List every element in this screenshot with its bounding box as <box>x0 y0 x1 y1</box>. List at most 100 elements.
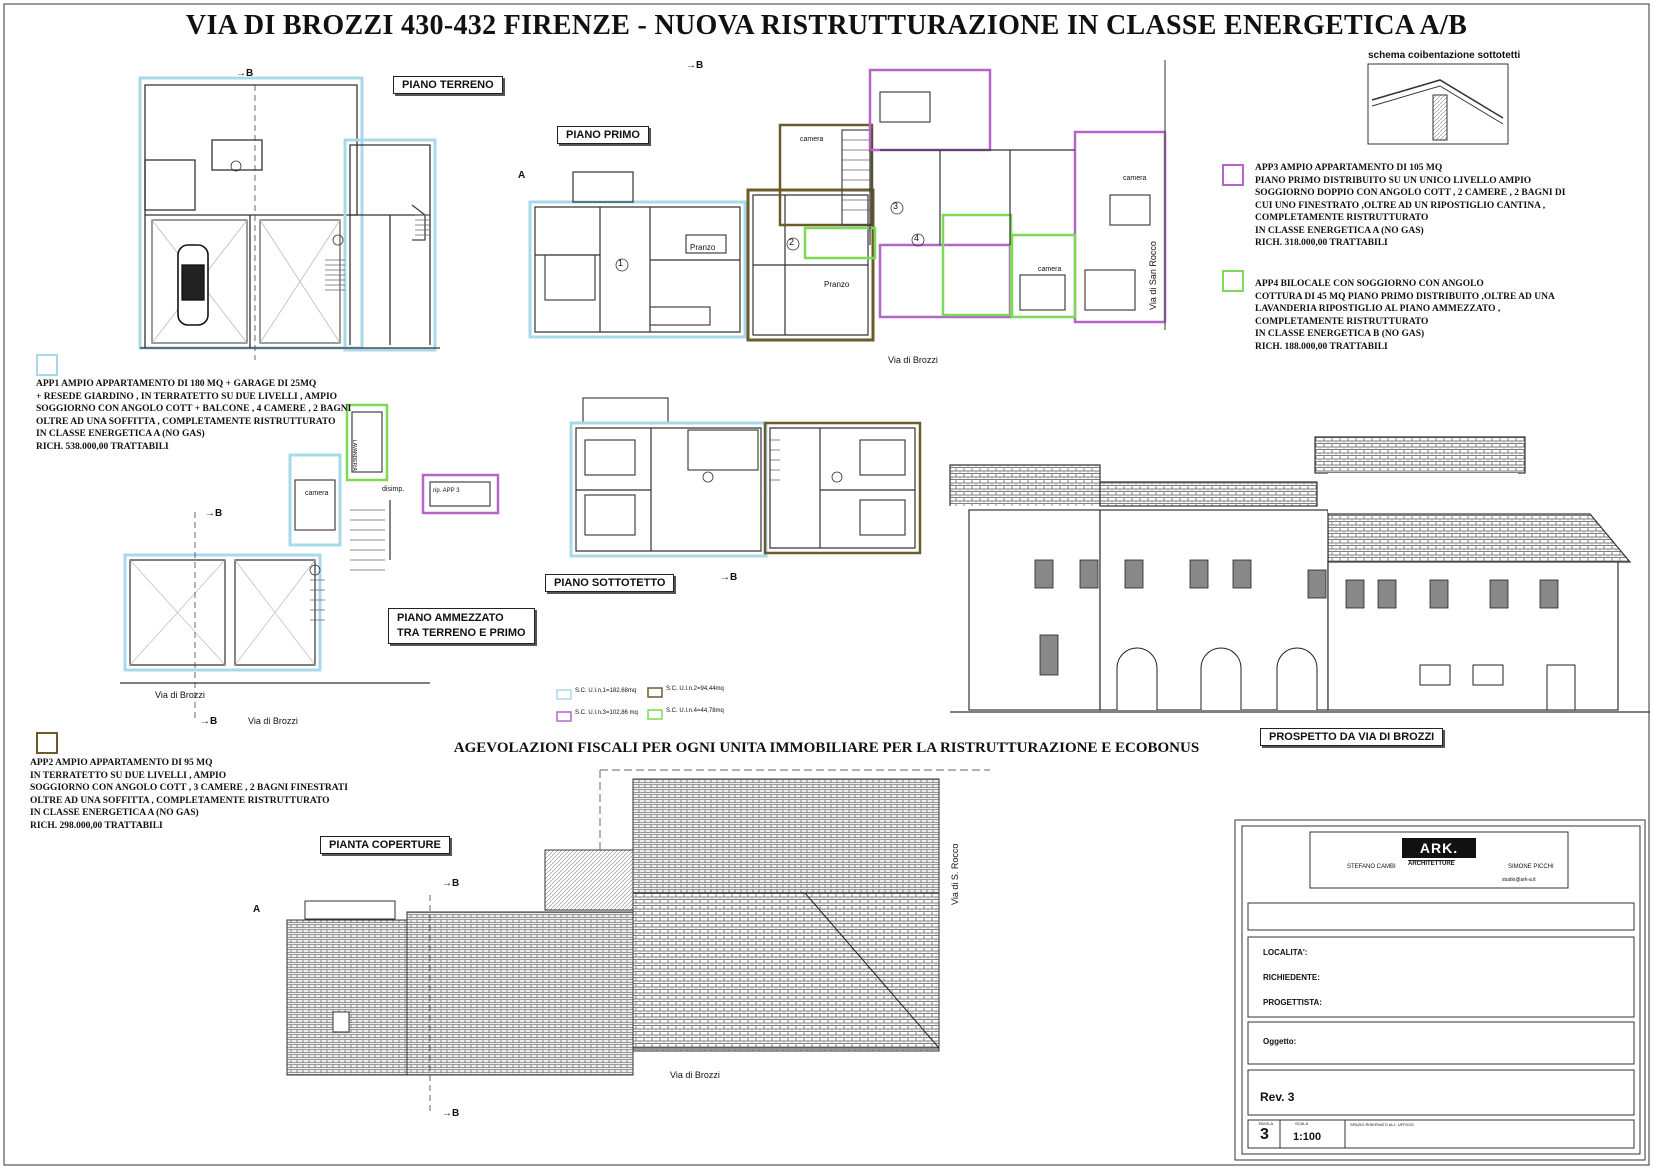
subtitle-agevolazioni: AGEVOLAZIONI FISCALI PER OGNI UNITA IMMO… <box>453 740 1200 756</box>
scala-label: SCALA <box>1295 1121 1309 1126</box>
unit-number: 2 <box>789 237 795 247</box>
field-localita: LOCALITA': <box>1263 948 1308 957</box>
legend-swatch-app1 <box>36 354 58 376</box>
app4-line: APP4 BILOCALE CON SOGGIORNO CON ANGOLO <box>1255 279 1484 289</box>
surface-label-4: S.C. U.I.n.4=44,78mq <box>666 708 724 714</box>
section-marker-b: →B <box>205 508 223 519</box>
floor-label-ammezzato: PIANO AMMEZZATO TRA TERRENO E PRIMO <box>388 608 535 644</box>
street-label-s-rocco: Via di S. Rocco <box>950 843 960 905</box>
schema-label: schema coibentazione sottotetti <box>1368 50 1521 61</box>
app1-description: APP1 AMPIO APPARTAMENTO DI 180 MQ + GARA… <box>36 378 351 453</box>
app4-line: RICH. 188.000,00 TRATTABILI <box>1255 341 1388 352</box>
app2-line: OLTRE AD UNA SOFFITTA , COMPLETAMENTE RI… <box>30 795 330 806</box>
room-label: camera <box>1038 266 1062 273</box>
room-label: LAVANDERIA <box>351 440 357 471</box>
piano-terreno-plan <box>138 76 440 352</box>
room-label: Pranzo <box>824 280 850 289</box>
tavola-number: 3 <box>1260 1126 1269 1143</box>
app1-line: OLTRE AD UNA SOFFITTA , COMPLETAMENTE RI… <box>36 416 336 427</box>
app4-line: IN CLASSE ENERGETICA B (NO GAS) <box>1255 329 1425 339</box>
street-label: Via di Brozzi <box>248 716 298 726</box>
tavola-label: TAVOLA <box>1258 1121 1274 1126</box>
revision-label: Rev. 3 <box>1260 1090 1295 1104</box>
app3-line: APP3 AMPIO APPARTAMENTO DI 105 MQ <box>1255 163 1443 173</box>
app3-line: PIANO PRIMO DISTRIBUITO SU UN UNICO LIVE… <box>1255 175 1532 186</box>
sheet-title: VIA DI BROZZI 430-432 FIRENZE - NUOVA RI… <box>185 10 1468 41</box>
section-marker-b: →B <box>720 572 738 583</box>
piano-primo-plan <box>528 60 1167 342</box>
office-reserved-label: SPAZIO RISERVATO ALL' UFFICIO <box>1350 1122 1414 1127</box>
app3-description: APP3 AMPIO APPARTAMENTO DI 105 MQ PIANO … <box>1255 162 1565 250</box>
app4-line: LAVANDERIA RIPOSTIGLIO AL PIANO AMMEZZAT… <box>1255 304 1501 314</box>
section-marker-b: →B <box>442 878 460 889</box>
piano-sottotetto-plan <box>569 397 922 558</box>
surface-label-1: S.C. U.I.n.1=182,68mq <box>575 688 637 694</box>
scale-value: 1:100 <box>1293 1131 1322 1143</box>
floor-label-sottotetto: PIANO SOTTOTETTO <box>545 574 675 592</box>
app3-line: CUI UNO FINESTRATO ,OLTRE AD UN RIPOSTIG… <box>1255 200 1546 211</box>
app1-line: + RESEDE GIARDINO , IN TERRATETTO SU DUE… <box>36 391 338 402</box>
app3-line: SOGGIORNO DOPPIO CON ANGOLO COTT , 2 CAM… <box>1255 188 1566 198</box>
app2-line: APP2 AMPIO APPARTAMENTO DI 95 MQ <box>30 758 213 768</box>
elevation-drawing <box>949 436 1650 713</box>
floor-label-terreno: PIANO TERRENO <box>393 76 503 94</box>
floor-label-primo: PIANO PRIMO <box>557 126 649 144</box>
legend-swatch-app4 <box>1222 270 1244 292</box>
app2-line: IN CLASSE ENERGETICA A (NO GAS) <box>30 808 199 818</box>
street-label: Via di Brozzi <box>888 355 938 365</box>
app2-line: SOGGIORNO CON ANGOLO COTT , 3 CAMERE , 2… <box>30 783 348 793</box>
architect-name-right: SIMONE PICCHI <box>1508 864 1554 870</box>
app3-line: IN CLASSE ENERGETICA A (NO GAS) <box>1255 225 1424 236</box>
architect-name-left: STEFANO CAMBI <box>1347 864 1396 870</box>
room-label: rip. APP 3 <box>433 488 460 494</box>
ammezzato-line2: TRA TERRENO E PRIMO <box>397 627 526 639</box>
section-lines <box>194 85 431 1115</box>
ammezzato-line1: PIANO AMMEZZATO <box>397 612 504 624</box>
section-marker-b: →B <box>236 68 254 79</box>
piano-ammezzato-plan <box>120 403 500 684</box>
app1-line: APP1 AMPIO APPARTAMENTO DI 180 MQ + GARA… <box>36 379 317 389</box>
roof-plan-drawing <box>286 769 990 1076</box>
street-label: Via di Brozzi <box>670 1070 720 1080</box>
street-label: Via di Brozzi <box>155 690 205 700</box>
app1-line: IN CLASSE ENERGETICA A (NO GAS) <box>36 429 205 439</box>
app3-line: RICH. 318.000,00 TRATTABILI <box>1255 238 1388 248</box>
room-label: camera <box>305 490 329 497</box>
field-oggetto: Oggetto: <box>1263 1037 1297 1046</box>
field-richiedente: RICHIEDENTE: <box>1263 973 1320 982</box>
title-block-frame <box>1234 819 1646 1161</box>
app4-description: APP4 BILOCALE CON SOGGIORNO CON ANGOLO C… <box>1255 278 1555 353</box>
unit-number: 3 <box>893 201 899 211</box>
section-marker-b: →B <box>200 716 218 727</box>
field-progettista: PROGETTISTA: <box>1263 998 1322 1007</box>
ark-logo: ARK. <box>1402 838 1476 858</box>
sheet-border <box>3 3 1650 1166</box>
app2-line: IN TERRATETTO SU DUE LIVELLI , AMPIO <box>30 770 227 781</box>
app4-line: COMPLETAMENTE RISTRUTTURATO <box>1255 316 1429 327</box>
section-marker-a: A <box>253 904 261 915</box>
app1-line: SOGGIORNO CON ANGOLO COTT + BALCONE , 4 … <box>36 404 352 414</box>
section-marker-b: →B <box>442 1108 460 1119</box>
insulation-schema-drawing <box>1367 63 1509 145</box>
street-label-san-rocco: Via di San Rocco <box>1148 241 1158 310</box>
legend-swatch-app3 <box>1222 164 1244 186</box>
room-label: disimp. <box>382 486 405 493</box>
unit-number: 4 <box>914 233 920 243</box>
app1-line: RICH. 538.000,00 TRATTABILI <box>36 441 169 452</box>
surface-label-2: S.C. U.I.n.2=94,44mq <box>666 686 724 692</box>
app2-description: APP2 AMPIO APPARTAMENTO DI 95 MQ IN TERR… <box>30 757 348 832</box>
surface-legend-squares <box>556 687 663 722</box>
legend-swatch-app2 <box>36 732 58 754</box>
room-label: camera <box>800 136 824 143</box>
ark-logo-subtitle: ARCHITETTURE <box>1408 860 1455 867</box>
unit-number: 1 <box>618 258 624 268</box>
surface-label-3: S.C. U.I.n.3=102,86 mq <box>575 710 638 716</box>
studio-email: studio@ark-a.it <box>1502 877 1536 883</box>
room-label: Pranzo <box>690 243 716 252</box>
room-label: camera <box>1123 175 1147 182</box>
app3-line: COMPLETAMENTE RISTRUTTURATO <box>1255 213 1429 223</box>
section-marker-a: A <box>518 170 526 181</box>
app4-line: COTTURA DI 45 MQ PIANO PRIMO DISTRIBUITO… <box>1255 291 1555 302</box>
app2-line: RICH. 298.000,00 TRATTABILI <box>30 820 163 831</box>
floor-label-coperture: PIANTA COPERTURE <box>320 836 450 854</box>
